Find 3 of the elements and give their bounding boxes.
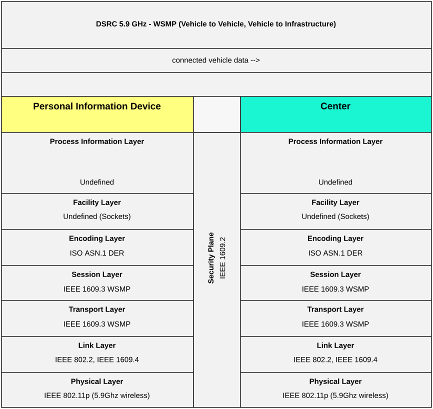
- empty-band: [1, 72, 432, 97]
- column-heading: Center: [320, 102, 350, 110]
- column-heading: Personal Information Device: [34, 102, 161, 110]
